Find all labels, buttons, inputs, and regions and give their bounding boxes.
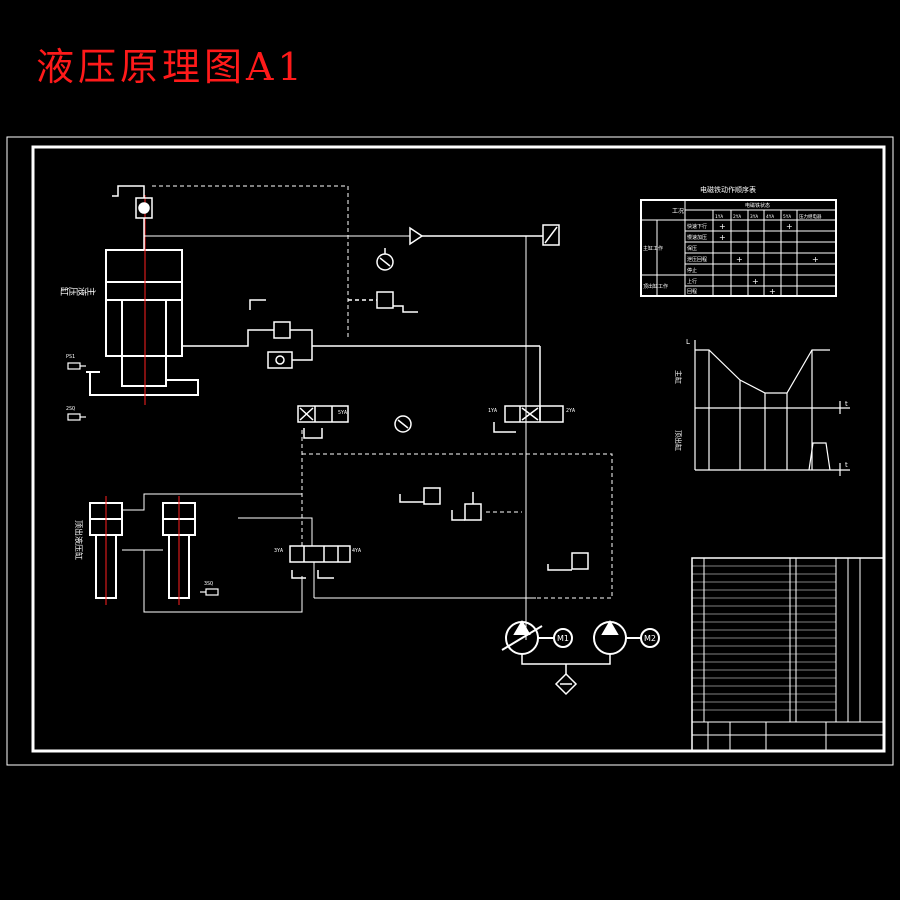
relief-valve-3	[547, 552, 589, 571]
prefill-valve	[112, 185, 153, 250]
solenoid-valve-1ya	[493, 405, 564, 433]
graph-axis-l: L	[686, 338, 690, 346]
mark-4: +	[736, 255, 743, 264]
pump-1	[501, 620, 554, 655]
sensor-2sq	[67, 413, 86, 421]
outer-border	[6, 136, 894, 766]
solenoid-valve-5ya	[297, 405, 349, 439]
pressure-gauge-middle	[394, 415, 412, 433]
pump-suction	[521, 654, 611, 696]
col-4ya: 4YA	[766, 214, 774, 220]
mark-2: +	[786, 222, 793, 231]
solenoid-valve-3ya	[289, 545, 351, 579]
col-relay: 压力继电器	[799, 213, 822, 220]
sequence-table-columns: 1YA 2YA 3YA 4YA 5YA 压力继电器	[715, 213, 822, 220]
group-label-ejector: 顶出缸工作	[643, 283, 668, 290]
relief-valve-4	[451, 492, 482, 521]
sensor-3sq	[200, 588, 219, 596]
main-cylinder	[86, 249, 199, 396]
inner-border	[31, 145, 886, 753]
row-label-4: 泄压回程	[687, 256, 707, 263]
title-block-rows	[692, 565, 836, 711]
motor-m1	[553, 628, 573, 648]
pilot-lines	[301, 430, 613, 599]
check-valve-17	[409, 226, 526, 246]
label-5ya: 5YA	[338, 410, 347, 416]
relief-valve-top	[526, 224, 560, 246]
label-2ya: 2YA	[566, 408, 575, 414]
mark-3: +	[719, 233, 726, 242]
graph-label-ejector: 顶出缸	[674, 430, 683, 451]
sensor-ps1	[67, 362, 86, 370]
col-5ya: 5YA	[783, 214, 791, 220]
row-label-5: 停止	[687, 267, 697, 274]
sequence-table-group-header: 电磁铁状态	[745, 202, 770, 209]
col-1ya: 1YA	[715, 214, 723, 220]
page-title: 液压原理图A1	[36, 45, 306, 89]
motor-m2-label: M2	[644, 634, 656, 643]
title-block	[691, 557, 885, 752]
label-3ya: 3YA	[274, 548, 283, 554]
pilot-line-top	[152, 185, 349, 340]
motor-m1-label: M1	[557, 634, 569, 643]
mark-1: +	[719, 222, 726, 231]
ejector-cylinder-label: 顶出液压缸	[74, 520, 84, 560]
label-ps1: PS1	[66, 354, 75, 360]
mark-7: +	[769, 287, 776, 296]
main-cylinder-label: 主液压缸	[60, 285, 97, 296]
label-3sq: 3SQ	[204, 581, 213, 587]
label-1ya: 1YA	[488, 408, 497, 414]
label-2sq: 2SQ	[66, 406, 75, 412]
group-label-main: 主缸工作	[643, 245, 663, 252]
label-4ya: 4YA	[352, 548, 361, 554]
graph-t1: t	[845, 400, 848, 408]
pressure-relay-upper	[348, 291, 418, 313]
col-2ya: 2YA	[733, 214, 741, 220]
row-label-7: 回程	[687, 288, 697, 295]
graph-t2: t	[845, 461, 848, 469]
sequence-table-rows: 快速下行 慢速加压 保压 泄压回程 停止 上行 回程 主缸工作 顶出缸工作	[643, 223, 707, 295]
valve-block-main	[182, 299, 541, 420]
relief-valve-5	[399, 487, 441, 505]
sequence-table	[640, 199, 837, 297]
pressure-gauge-upper	[376, 248, 394, 271]
row-label-6: 上行	[687, 278, 697, 285]
ejector-pipes	[122, 493, 313, 613]
mark-5: +	[812, 255, 819, 264]
motion-graph	[694, 340, 850, 476]
row-label-2: 慢速加压	[687, 234, 707, 241]
pump-2	[593, 620, 642, 655]
sequence-table-marks: + + + + + + +	[719, 222, 819, 296]
graph-label-main: 主缸	[674, 370, 683, 384]
motor-m2	[640, 628, 660, 648]
col-3ya: 3YA	[750, 214, 758, 220]
sequence-table-title: 电磁铁动作顺序表	[700, 185, 756, 194]
svg-text:主液压缸: 主液压缸	[60, 285, 97, 296]
row-label-3: 保压	[687, 245, 697, 252]
sequence-table-header: 工况	[672, 208, 684, 215]
row-label-1: 快速下行	[687, 223, 707, 230]
mark-6: +	[752, 277, 759, 286]
